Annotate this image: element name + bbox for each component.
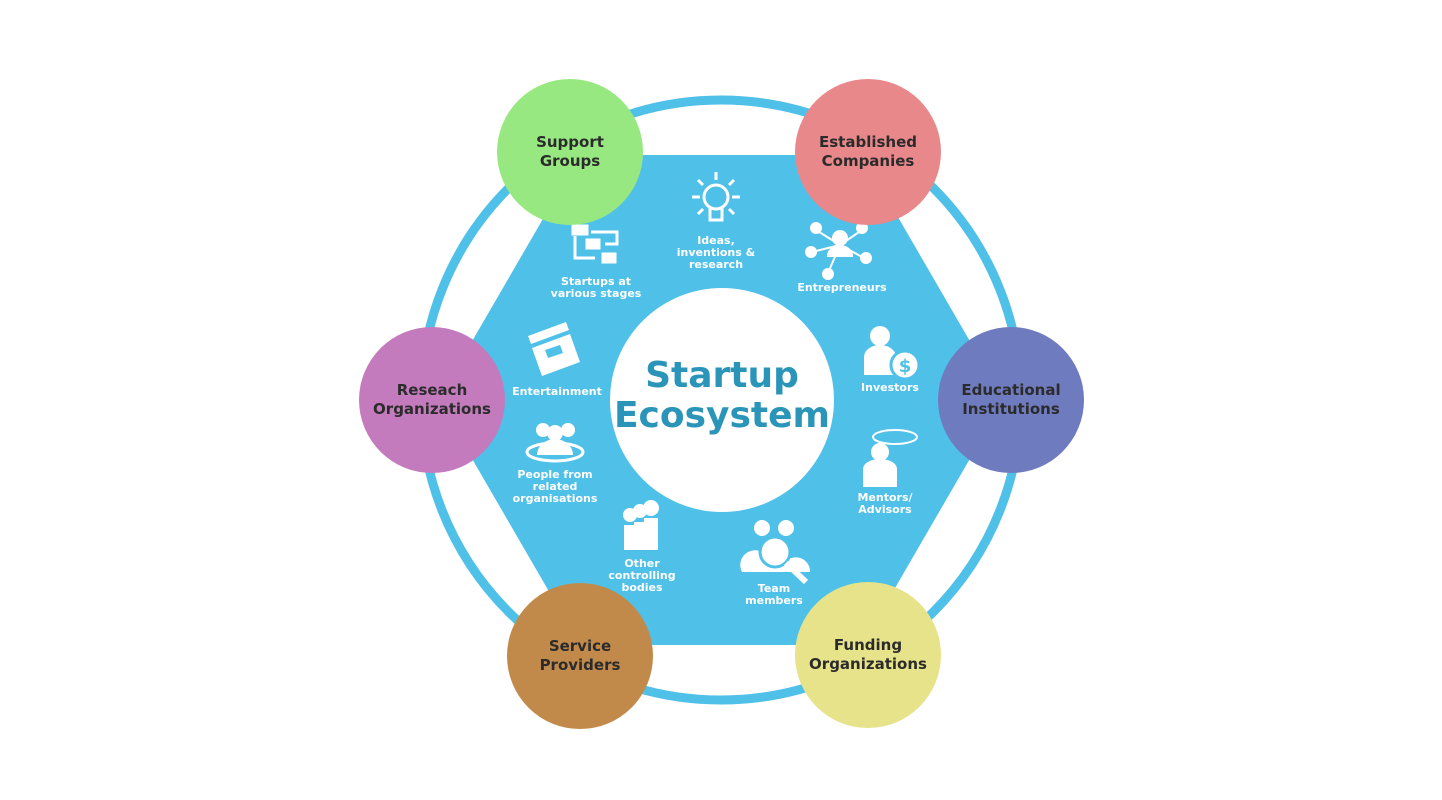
label-mentors: Mentors/ Advisors [857,491,913,516]
clapperboard-icon [528,322,580,376]
people-row-icon [623,500,659,550]
label-entertainment: Entertainment [512,385,602,398]
group-icon [525,423,585,463]
node-label: Support Groups [536,133,604,170]
node-label: Established Companies [818,133,917,170]
label-related-organisations: People from related organisations [512,468,598,505]
node-educational-institutions: Educational Institutions [938,327,1084,473]
flowchart-icon [571,224,619,264]
node-service-providers: Service Providers [507,583,653,729]
network-person-icon [805,222,872,280]
node-label: Educational Institutions [961,381,1061,418]
node-label: Funding Organizations [809,636,927,673]
center-circle [610,288,834,512]
node-established-companies: Established Companies [795,79,941,225]
node-label: Service Providers [539,637,621,674]
lightbulb-icon [692,172,740,222]
investor-dollar-icon: $ [864,326,921,381]
label-ideas: Ideas, inventions & research [676,234,756,271]
label-startups: Startups at various stages [550,275,642,300]
label-entrepreneurs: Entrepreneurs [797,281,887,294]
team-search-icon [740,520,811,585]
center-title: Startup Ecosystem [613,355,831,436]
node-label: Reseach Organizations [373,381,491,418]
mentor-speech-icon [863,429,918,487]
node-funding-organizations: Funding Organizations [795,582,941,728]
node-research-organizations: Reseach Organizations [359,327,505,473]
node-support-groups: Support Groups [497,79,643,225]
label-controlling-bodies: Other controlling bodies [608,557,676,594]
svg-text:$: $ [899,356,912,377]
label-investors: Investors [861,381,919,394]
label-team-members: Team members [745,582,803,607]
